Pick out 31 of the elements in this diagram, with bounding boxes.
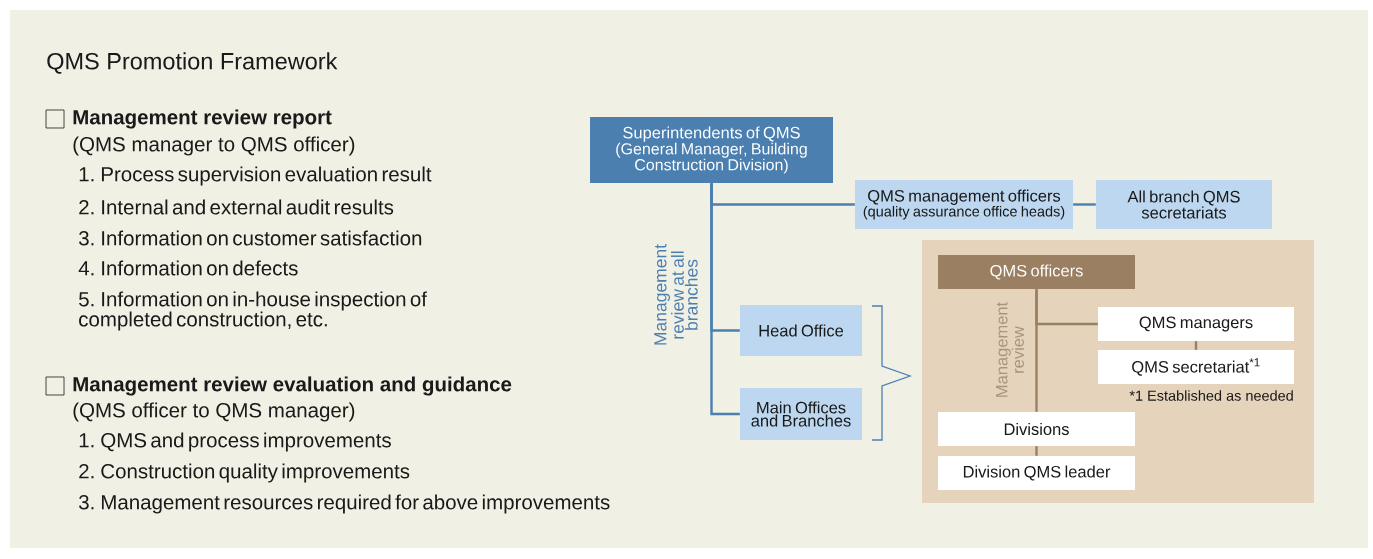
org-box: Main Offices and Branches [740, 388, 862, 440]
list-item: 3. Information on customer satisfaction [79, 230, 422, 246]
org-box: Head Office [740, 305, 862, 356]
list-item: 1. Process supervision evaluation result [79, 166, 432, 186]
section-heading: Management review evaluation and guidance [73, 376, 512, 396]
list-item: 1. QMS and process improvements [79, 432, 391, 452]
rotated-label: Management review [996, 301, 1024, 397]
org-box: QMS management officers (quality assurance office heads) [855, 180, 1073, 229]
org-box: QMS officers [938, 255, 1135, 289]
org-box: Superintendents of QMS (General Manager, Building Construction Division) [590, 117, 833, 183]
list-item: 5. Information on in-house inspection of completed construction, etc. [79, 291, 427, 331]
connector-line [1035, 289, 1038, 412]
list-item: 3. Management resources required for above improvements [79, 494, 610, 514]
org-box: QMS managers [1098, 307, 1294, 341]
section-subtitle: (QMS officer to QMS manager) [73, 402, 355, 422]
org-box: Divisions [938, 412, 1135, 446]
org-box: Division QMS leader [938, 456, 1135, 490]
title: QMS Promotion Framework [47, 52, 338, 74]
connector-line [1073, 203, 1096, 206]
rotated-label: Management review at all branches [654, 244, 698, 345]
org-box: QMS secretariat$^{*1}$ [1098, 350, 1294, 384]
org-box: All branch QMS secretariats [1096, 180, 1272, 229]
section-heading: Management review report [73, 109, 332, 129]
section-subtitle: (QMS manager to QMS officer) [73, 136, 355, 156]
list-item: 4. Information on defects [78, 260, 298, 276]
connector-line [1194, 341, 1198, 350]
list-item: 2. Construction quality improvements [79, 463, 410, 483]
list-item: 2. Internal and external audit results [79, 199, 394, 215]
footnote: *1 Established as needed [1129, 390, 1293, 401]
connector-line [1035, 446, 1038, 456]
connector-line [710, 183, 740, 416]
